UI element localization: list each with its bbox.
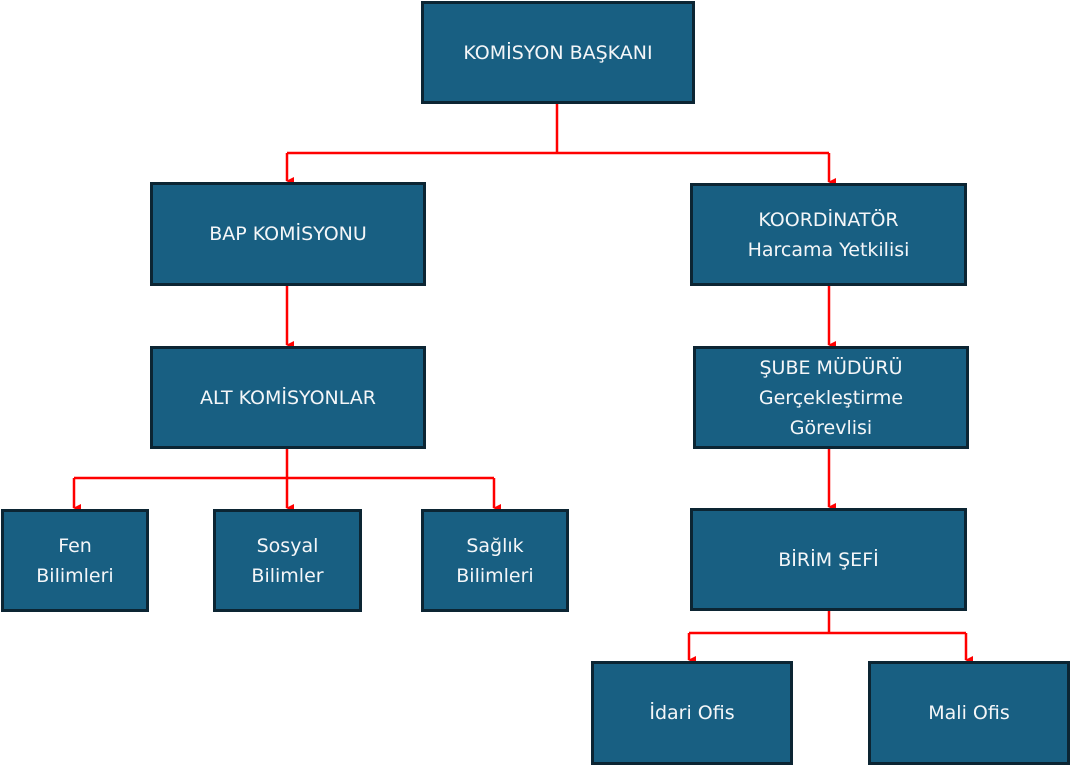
node-label: Bilimleri [456,564,534,587]
node-sublabel: Gerçekleştirme [758,386,904,409]
connector-baskan [287,103,829,155]
node-alt-komisyonlar: ALT KOMİSYONLAR [150,346,426,449]
node-label: KOMİSYON BAŞKANI [463,41,653,64]
connector-alt [74,448,494,480]
node-label: Sağlık [466,534,524,557]
node-label: BAP KOMİSYONU [209,223,367,245]
node-label: Fen [58,534,92,557]
node-sublabel: Görevlisi [789,416,873,439]
node-label: Mali Ofis [928,702,1010,724]
node-sublabel: Harcama Yetkilisi [747,238,910,261]
node-label: İdari Ofis [649,702,735,724]
node-sube-muduru: ŞUBE MÜDÜRÜ Gerçekleştirme Görevlisi [693,346,969,449]
node-label: ŞUBE MÜDÜRÜ [759,356,903,379]
node-sosyal-bilimler: Sosyal Bilimler [213,509,362,612]
node-saglik-bilimleri: Sağlık Bilimleri [421,509,569,612]
node-label: Bilimler [251,564,324,587]
node-bap-komisyonu: BAP KOMİSYONU [150,182,426,286]
node-koordinator: KOORDİNATÖR Harcama Yetkilisi [690,183,967,286]
node-label: Sosyal [256,534,319,557]
node-birim-sefi: BİRİM ŞEFİ [690,508,967,611]
node-label: Bilimleri [36,564,114,587]
node-komisyon-baskani: KOMİSYON BAŞKANI [421,1,695,104]
node-label: ALT KOMİSYONLAR [199,386,376,409]
node-label: KOORDİNATÖR [758,208,899,231]
connector-birim [689,610,966,635]
node-label: BİRİM ŞEFİ [778,548,879,571]
node-idari-ofis: İdari Ofis [591,661,793,765]
node-fen-bilimleri: Fen Bilimleri [1,509,149,612]
node-mali-ofis: Mali Ofis [868,661,1070,765]
